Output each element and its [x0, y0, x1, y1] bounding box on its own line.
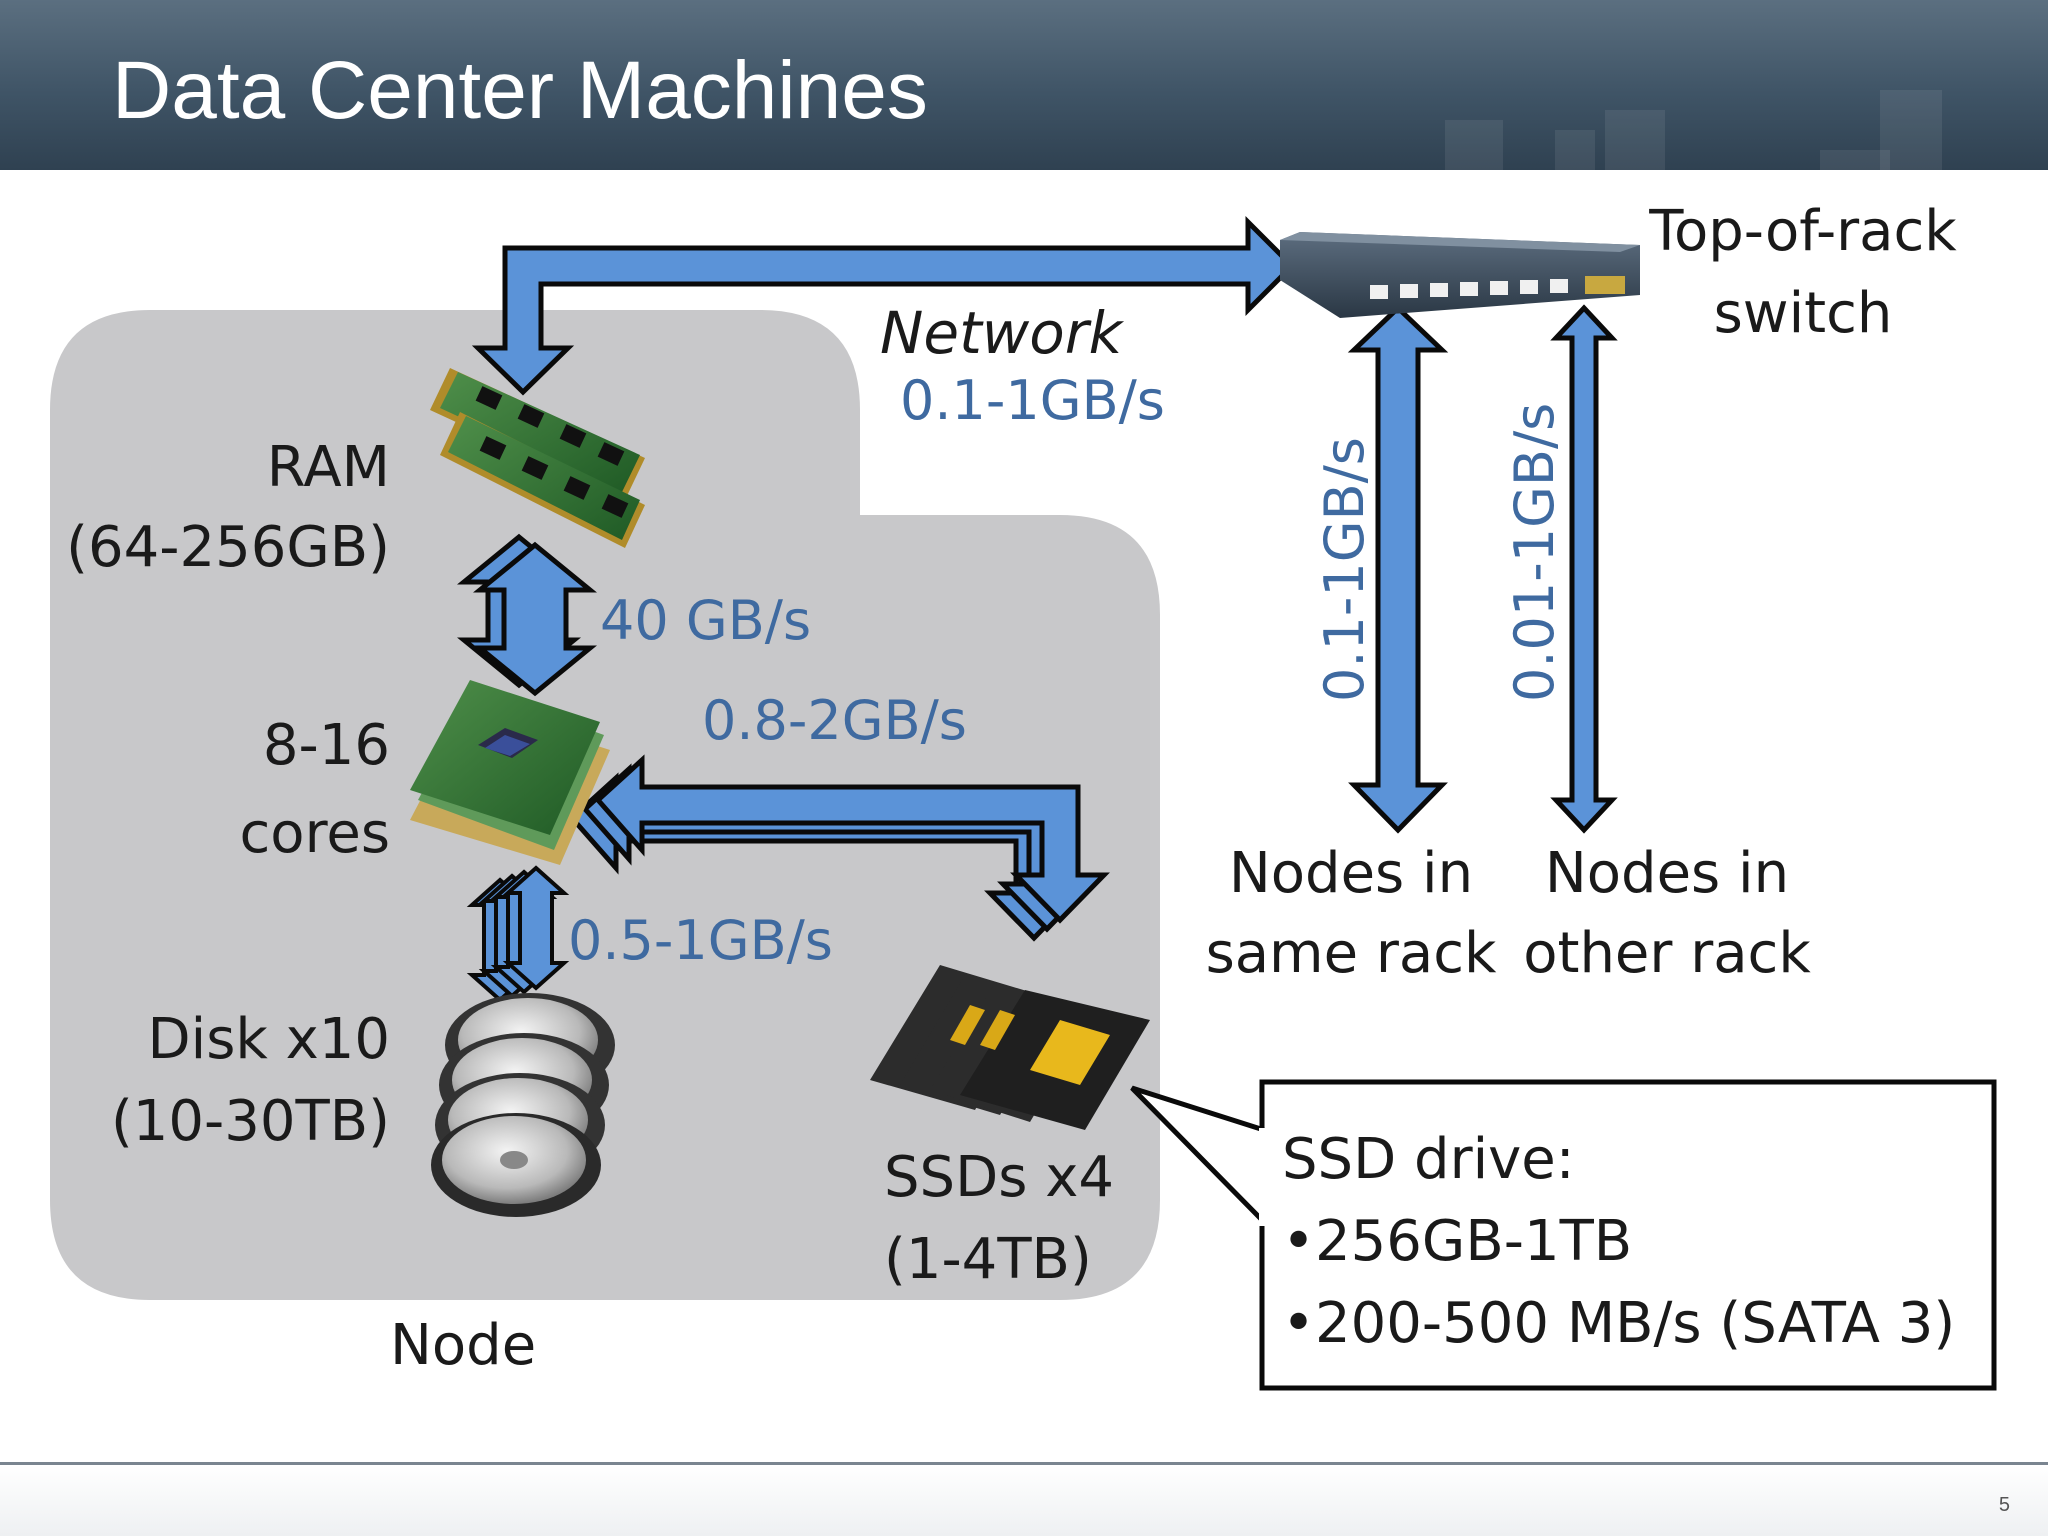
disk-icon — [431, 993, 615, 1217]
disk-label: Disk x10 — [147, 1007, 390, 1072]
header-decoration — [1445, 90, 1942, 170]
ssd-callout-box — [1130, 1079, 1997, 1391]
ram-icon — [430, 368, 645, 548]
title-bar: Data Center Machines — [0, 0, 2048, 170]
cpu-ssd-rate: 0.8-2GB/s — [702, 689, 967, 752]
other-rack-label-line1: Nodes in — [1544, 841, 1790, 906]
ram-size: (64-256GB) — [66, 515, 390, 580]
same-rack-rate: 0.1-1GB/s — [1313, 437, 1376, 702]
ssd-label: SSDs x4 — [884, 1145, 1114, 1210]
cpu-icon — [410, 680, 610, 865]
footer-divider — [0, 1462, 2048, 1465]
switch-label-line2: switch — [1713, 281, 1893, 346]
callout-title: SSD drive: — [1282, 1127, 1575, 1192]
ram-cpu-arrow — [456, 533, 598, 697]
slide-title: Data Center Machines — [112, 45, 928, 136]
cpu-cores-label: cores — [239, 801, 390, 866]
page-number: 5 — [1998, 1494, 2010, 1516]
ram-label: RAM — [266, 435, 390, 500]
cpu-disk-rate: 0.5-1GB/s — [568, 909, 833, 972]
footer-bar — [0, 1465, 2048, 1536]
cpu-count-label: 8-16 — [262, 713, 390, 778]
ssd-size: (1-4TB) — [884, 1227, 1092, 1292]
node-label: Node — [390, 1313, 537, 1378]
same-rack-label-line2: same rack — [1205, 921, 1497, 986]
same-rack-label-line1: Nodes in — [1228, 841, 1474, 906]
other-rack-label-line2: other rack — [1523, 921, 1811, 986]
other-rack-arrow — [1550, 304, 1618, 834]
ssd-icon — [870, 965, 1150, 1130]
other-rack-rate: 0.01-1GB/s — [1503, 402, 1566, 702]
network-label: Network — [880, 299, 1123, 367]
callout-bullet-speed-text: 200-500 MB/s (SATA 3) — [1315, 1291, 1956, 1356]
disk-size: (10-30TB) — [110, 1089, 390, 1154]
ram-cpu-rate: 40 GB/s — [600, 589, 812, 652]
switch-label-line1: Top-of-rack — [1649, 199, 1957, 264]
cpu-ssd-arrow — [568, 754, 1110, 942]
cpu-disk-arrow — [466, 865, 570, 1003]
callout-bullet-capacity: •256GB-1TB — [1282, 1209, 1633, 1274]
network-rate: 0.1-1GB/s — [900, 369, 1165, 432]
callout-bullet-capacity-text: 256GB-1TB — [1315, 1209, 1633, 1274]
network-arrow — [471, 215, 1296, 396]
same-rack-arrow — [1347, 304, 1449, 834]
switch-icon — [1280, 232, 1640, 318]
callout-bullet-speed: •200-500 MB/s (SATA 3) — [1282, 1291, 1956, 1356]
